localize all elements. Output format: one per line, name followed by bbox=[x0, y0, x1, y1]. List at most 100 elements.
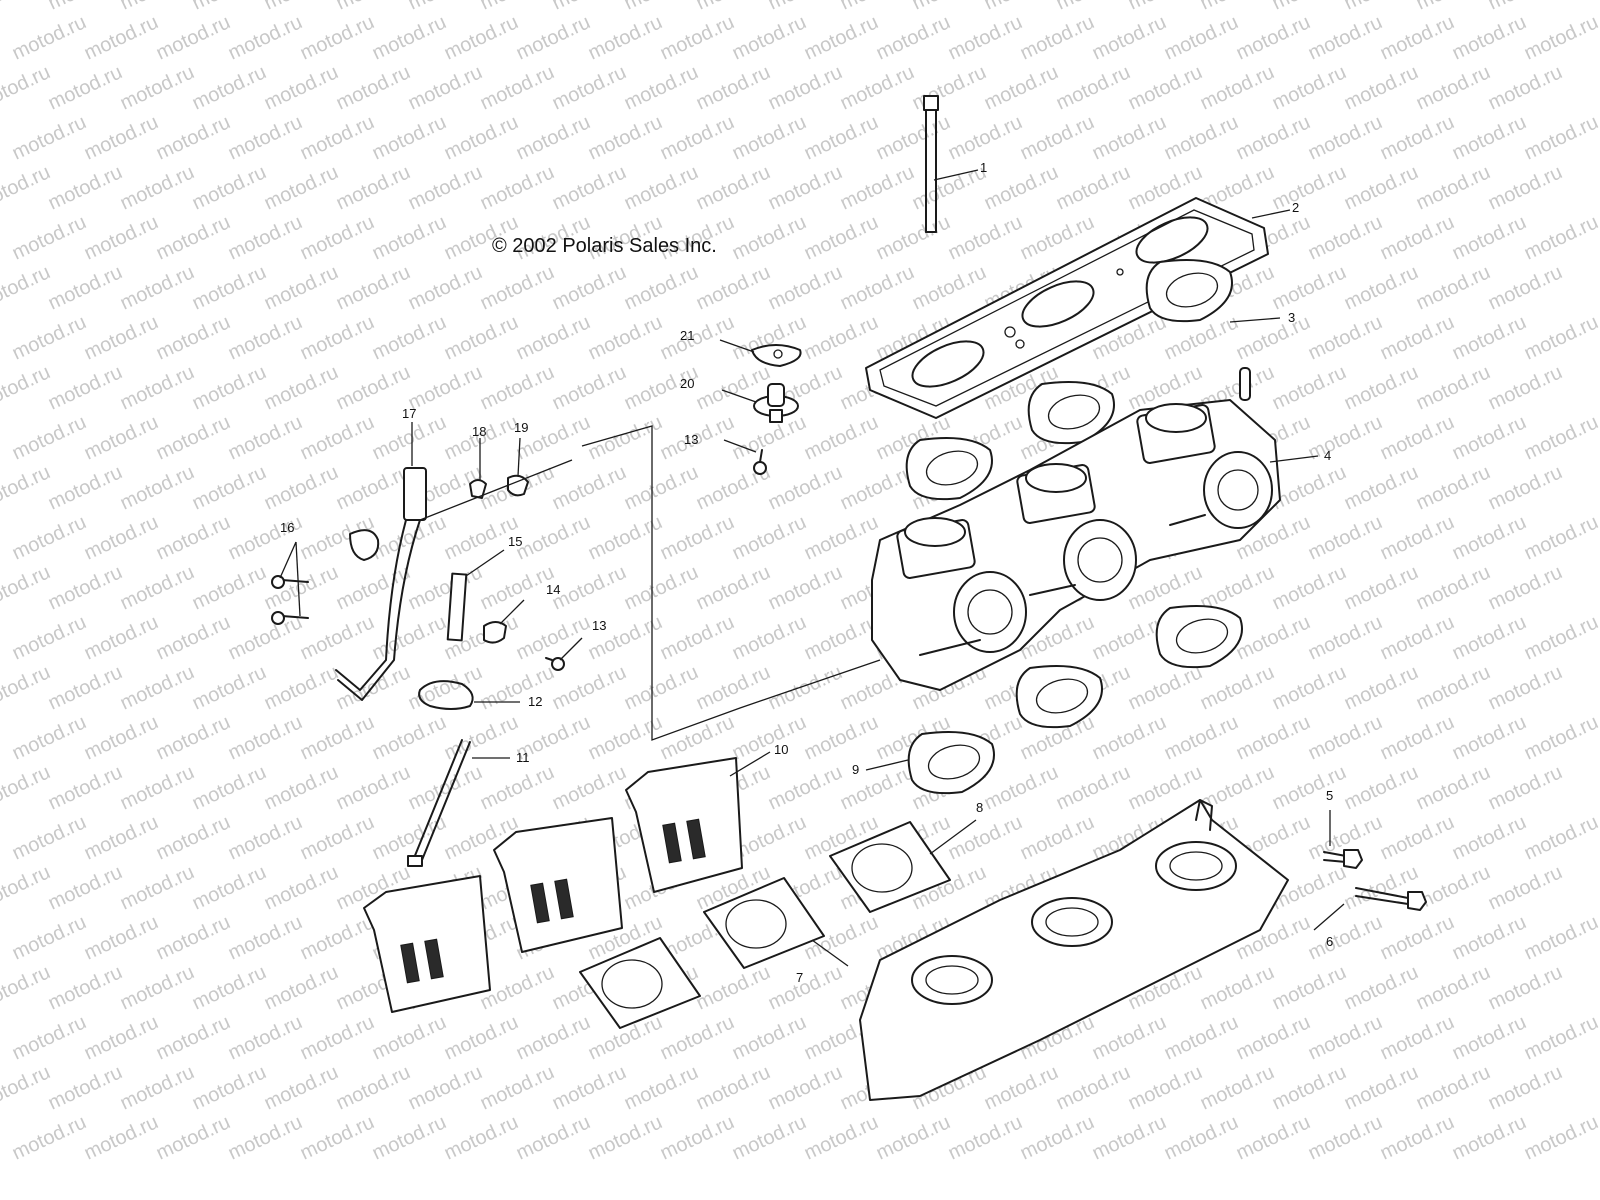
watermark-text: motod.ru bbox=[189, 561, 270, 614]
watermark-text: motod.ru bbox=[1377, 511, 1458, 564]
watermark-text: motod.ru bbox=[0, 561, 54, 614]
callout-2: 2 bbox=[1292, 200, 1299, 215]
watermark-text: motod.ru bbox=[261, 961, 342, 1014]
watermark-text: motod.ru bbox=[873, 1111, 954, 1164]
watermark-text: motod.ru bbox=[297, 611, 378, 664]
watermark-text: motod.ru bbox=[945, 211, 1026, 264]
watermark-text: motod.ru bbox=[1341, 161, 1422, 214]
watermark-text: motod.ru bbox=[1341, 61, 1422, 114]
watermark-text: motod.ru bbox=[45, 1061, 126, 1114]
watermark-text: motod.ru bbox=[1233, 111, 1314, 164]
watermark-text: motod.ru bbox=[1305, 611, 1386, 664]
watermark-text: motod.ru bbox=[297, 211, 378, 264]
watermark-text: motod.ru bbox=[261, 861, 342, 914]
watermark-text: motod.ru bbox=[1053, 61, 1134, 114]
watermark-text: motod.ru bbox=[45, 861, 126, 914]
watermark-text: motod.ru bbox=[945, 11, 1026, 64]
watermark-text: motod.ru bbox=[1305, 311, 1386, 364]
watermark-text: motod.ru bbox=[837, 161, 918, 214]
watermark-text: motod.ru bbox=[1485, 0, 1566, 15]
watermark-text: motod.ru bbox=[1305, 1111, 1386, 1164]
watermark-text: motod.ru bbox=[261, 361, 342, 414]
watermark-text: motod.ru bbox=[261, 761, 342, 814]
watermark-text: motod.ru bbox=[1341, 961, 1422, 1014]
watermark-text: motod.ru bbox=[945, 111, 1026, 164]
watermark-text: motod.ru bbox=[1521, 511, 1600, 564]
watermark-text: motod.ru bbox=[9, 1011, 90, 1064]
watermark-text: motod.ru bbox=[1413, 661, 1494, 714]
watermark-text: motod.ru bbox=[1341, 361, 1422, 414]
watermark-text: motod.ru bbox=[117, 361, 198, 414]
watermark-text: motod.ru bbox=[621, 661, 702, 714]
watermark-text: motod.ru bbox=[765, 661, 846, 714]
part-20-sensor-mount bbox=[753, 383, 799, 423]
watermark-text: motod.ru bbox=[1197, 961, 1278, 1014]
watermark-text: motod.ru bbox=[1341, 461, 1422, 514]
watermark-text: motod.ru bbox=[333, 161, 414, 214]
watermark-text: motod.ru bbox=[0, 661, 54, 714]
watermark-text: motod.ru bbox=[441, 11, 522, 64]
watermark-text: motod.ru bbox=[117, 661, 198, 714]
watermark-text: motod.ru bbox=[621, 0, 702, 15]
watermark-text: motod.ru bbox=[729, 711, 810, 764]
watermark-text: motod.ru bbox=[1413, 261, 1494, 314]
watermark-text: motod.ru bbox=[153, 811, 234, 864]
watermark-text: motod.ru bbox=[1125, 61, 1206, 114]
watermark-text: motod.ru bbox=[189, 261, 270, 314]
watermark-text: motod.ru bbox=[513, 1011, 594, 1064]
watermark-text: motod.ru bbox=[225, 411, 306, 464]
watermark-text: motod.ru bbox=[1305, 111, 1386, 164]
callout-8: 8 bbox=[976, 800, 983, 815]
watermark-text: motod.ru bbox=[1413, 961, 1494, 1014]
watermark-text: motod.ru bbox=[1161, 1111, 1242, 1164]
watermark-text: motod.ru bbox=[1449, 111, 1530, 164]
watermark-text: motod.ru bbox=[801, 11, 882, 64]
watermark-text: motod.ru bbox=[369, 11, 450, 64]
watermark-text: motod.ru bbox=[549, 0, 630, 15]
watermark-text: motod.ru bbox=[0, 1061, 54, 1114]
watermark-text: motod.ru bbox=[405, 161, 486, 214]
watermark-layer: motod.ru motod.ru motod.ru motod.ru motod.ru… bbox=[0, 0, 1600, 1165]
watermark-text: motod.ru bbox=[1305, 11, 1386, 64]
watermark-text: motod.ru bbox=[1377, 411, 1458, 464]
callout-12: 12 bbox=[528, 694, 542, 709]
watermark-text: motod.ru bbox=[333, 261, 414, 314]
watermark-text: motod.ru bbox=[0, 61, 54, 114]
watermark-text: motod.ru bbox=[693, 561, 774, 614]
watermark-text: motod.ru bbox=[1161, 111, 1242, 164]
watermark-text: motod.ru bbox=[1485, 761, 1566, 814]
watermark-text: motod.ru bbox=[9, 611, 90, 664]
watermark-text: motod.ru bbox=[81, 411, 162, 464]
watermark-text: motod.ru bbox=[153, 311, 234, 364]
watermark-text: motod.ru bbox=[9, 511, 90, 564]
watermark-text: motod.ru bbox=[189, 861, 270, 914]
watermark-text: motod.ru bbox=[765, 461, 846, 514]
watermark-text: motod.ru bbox=[405, 1061, 486, 1114]
watermark-text: motod.ru bbox=[153, 511, 234, 564]
watermark-text: motod.ru bbox=[549, 361, 630, 414]
watermark-text: motod.ru bbox=[153, 911, 234, 964]
watermark-text: motod.ru bbox=[729, 511, 810, 564]
watermark-text: motod.ru bbox=[45, 561, 126, 614]
watermark-text: motod.ru bbox=[333, 461, 414, 514]
watermark-text: motod.ru bbox=[297, 911, 378, 964]
watermark-text: motod.ru bbox=[873, 211, 954, 264]
part-1-long-bolt bbox=[923, 95, 939, 233]
watermark-text: motod.ru bbox=[729, 611, 810, 664]
watermark-text: motod.ru bbox=[9, 911, 90, 964]
watermark-text: motod.ru bbox=[1269, 161, 1350, 214]
watermark-text: motod.ru bbox=[81, 911, 162, 964]
watermark-text: motod.ru bbox=[801, 411, 882, 464]
watermark-text: motod.ru bbox=[1017, 1111, 1098, 1164]
watermark-text: motod.ru bbox=[585, 511, 666, 564]
watermark-text: motod.ru bbox=[261, 561, 342, 614]
watermark-text: motod.ru bbox=[369, 111, 450, 164]
watermark-text: motod.ru bbox=[333, 561, 414, 614]
watermark-text: motod.ru bbox=[405, 661, 486, 714]
watermark-text: motod.ru bbox=[81, 11, 162, 64]
watermark-text: motod.ru bbox=[1485, 861, 1566, 914]
watermark-text: motod.ru bbox=[1449, 211, 1530, 264]
watermark-text: motod.ru bbox=[621, 161, 702, 214]
watermark-text: motod.ru bbox=[405, 0, 486, 15]
watermark-text: motod.ru bbox=[873, 11, 954, 64]
